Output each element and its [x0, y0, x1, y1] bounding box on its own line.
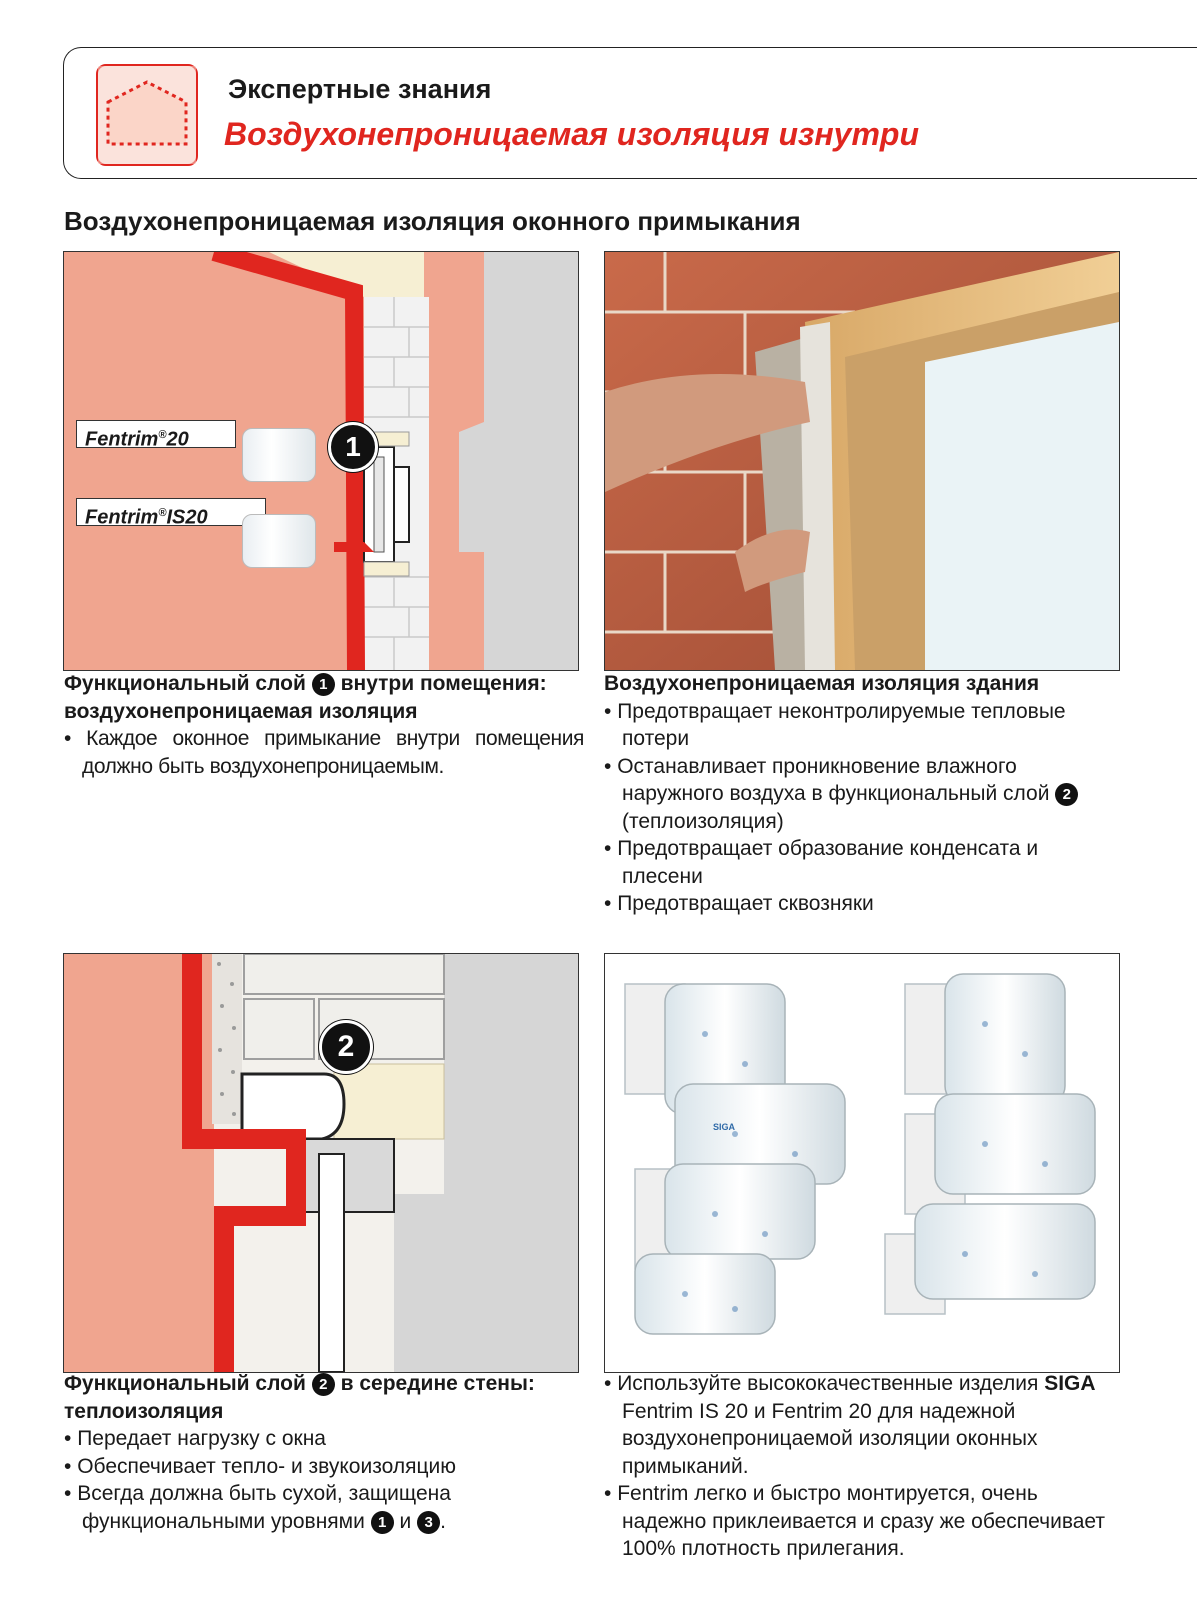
block2-heading: Воздухонепроницаемая изоляция здания — [604, 672, 1040, 695]
header-title: Воздухонепроницаемая изоляция изнутри — [224, 116, 920, 152]
block2-bullet-2: Останавливает проникновение влажного нар… — [604, 753, 1109, 836]
siga-logo-mark: SIGA — [713, 1122, 736, 1132]
block1-heading: Функциональный слой 1 внутри помещения: — [64, 672, 547, 696]
text-block-layer-2: Функциональный слой 2 в середине стены: … — [64, 1370, 584, 1535]
photo-installation — [604, 251, 1120, 671]
block2-bullet-4: Предотвращает сквозняки — [604, 890, 1109, 918]
block3-bullet-2: Обеспечивает тепло- и звукоизоляцию — [64, 1453, 584, 1481]
block4-bullet-1: Используйте высококачественные изделия S… — [604, 1370, 1109, 1480]
block3-bullet-3: Всегда должна быть сухой, защищена функц… — [64, 1480, 584, 1535]
number-badge: 1 — [311, 673, 335, 696]
header-kicker: Экспертные знания — [228, 74, 492, 104]
block3-bullet-1: Передает нагрузку с окна — [64, 1425, 584, 1453]
callout-1-badge: 1 — [328, 422, 378, 472]
text-block-building-airtightness: Воздухонепроницаемая изоляция здания Пре… — [604, 670, 1109, 918]
section-title: Воздухонепроницаемая изоляция оконного п… — [64, 206, 801, 236]
block4-bullet-2: Fentrim легко и быстро монтируется, очен… — [604, 1480, 1109, 1563]
text-block-products: Используйте высококачественные изделия S… — [604, 1370, 1109, 1563]
text-block-layer-1: Функциональный слой 1 внутри помещения: … — [64, 670, 584, 780]
diagram-window-junction: 1 Fentrim®20 Fentrim®IS20 — [63, 251, 579, 671]
house-dotted-outline-icon — [96, 64, 198, 166]
siga-brand: SIGA — [1044, 1372, 1096, 1395]
block2-bullet-3: Предотвращает образование конденсата и п… — [604, 835, 1109, 890]
block1-bullet-1: Каждое оконное примыкание внутри помещен… — [64, 725, 584, 780]
callout-2-badge: 2 — [319, 1020, 373, 1074]
photo-tape-rolls: SIGA — [604, 953, 1120, 1373]
diagram-wall-insulation: 2 — [63, 953, 579, 1373]
block1-heading-line2: воздухонепроницаемая изоляция — [64, 699, 418, 723]
tape-roll-image — [242, 428, 316, 482]
block2-bullet-1: Предотвращает неконтролируемые тепловые … — [604, 698, 1109, 753]
number-badge: 3 — [417, 1510, 441, 1534]
block3-heading-line2: теплоизоляция — [64, 1399, 224, 1423]
number-badge: 2 — [311, 1373, 335, 1396]
block3-heading: Функциональный слой 2 в середине стены: — [64, 1372, 535, 1396]
tape-roll-image — [242, 514, 316, 568]
number-badge: 1 — [370, 1510, 394, 1534]
header-frame — [63, 47, 1197, 179]
product-label-fentrim-20: Fentrim®20 — [76, 420, 236, 451]
number-badge: 2 — [1055, 783, 1079, 806]
product-label-fentrim-is20: Fentrim®IS20 — [76, 498, 266, 529]
